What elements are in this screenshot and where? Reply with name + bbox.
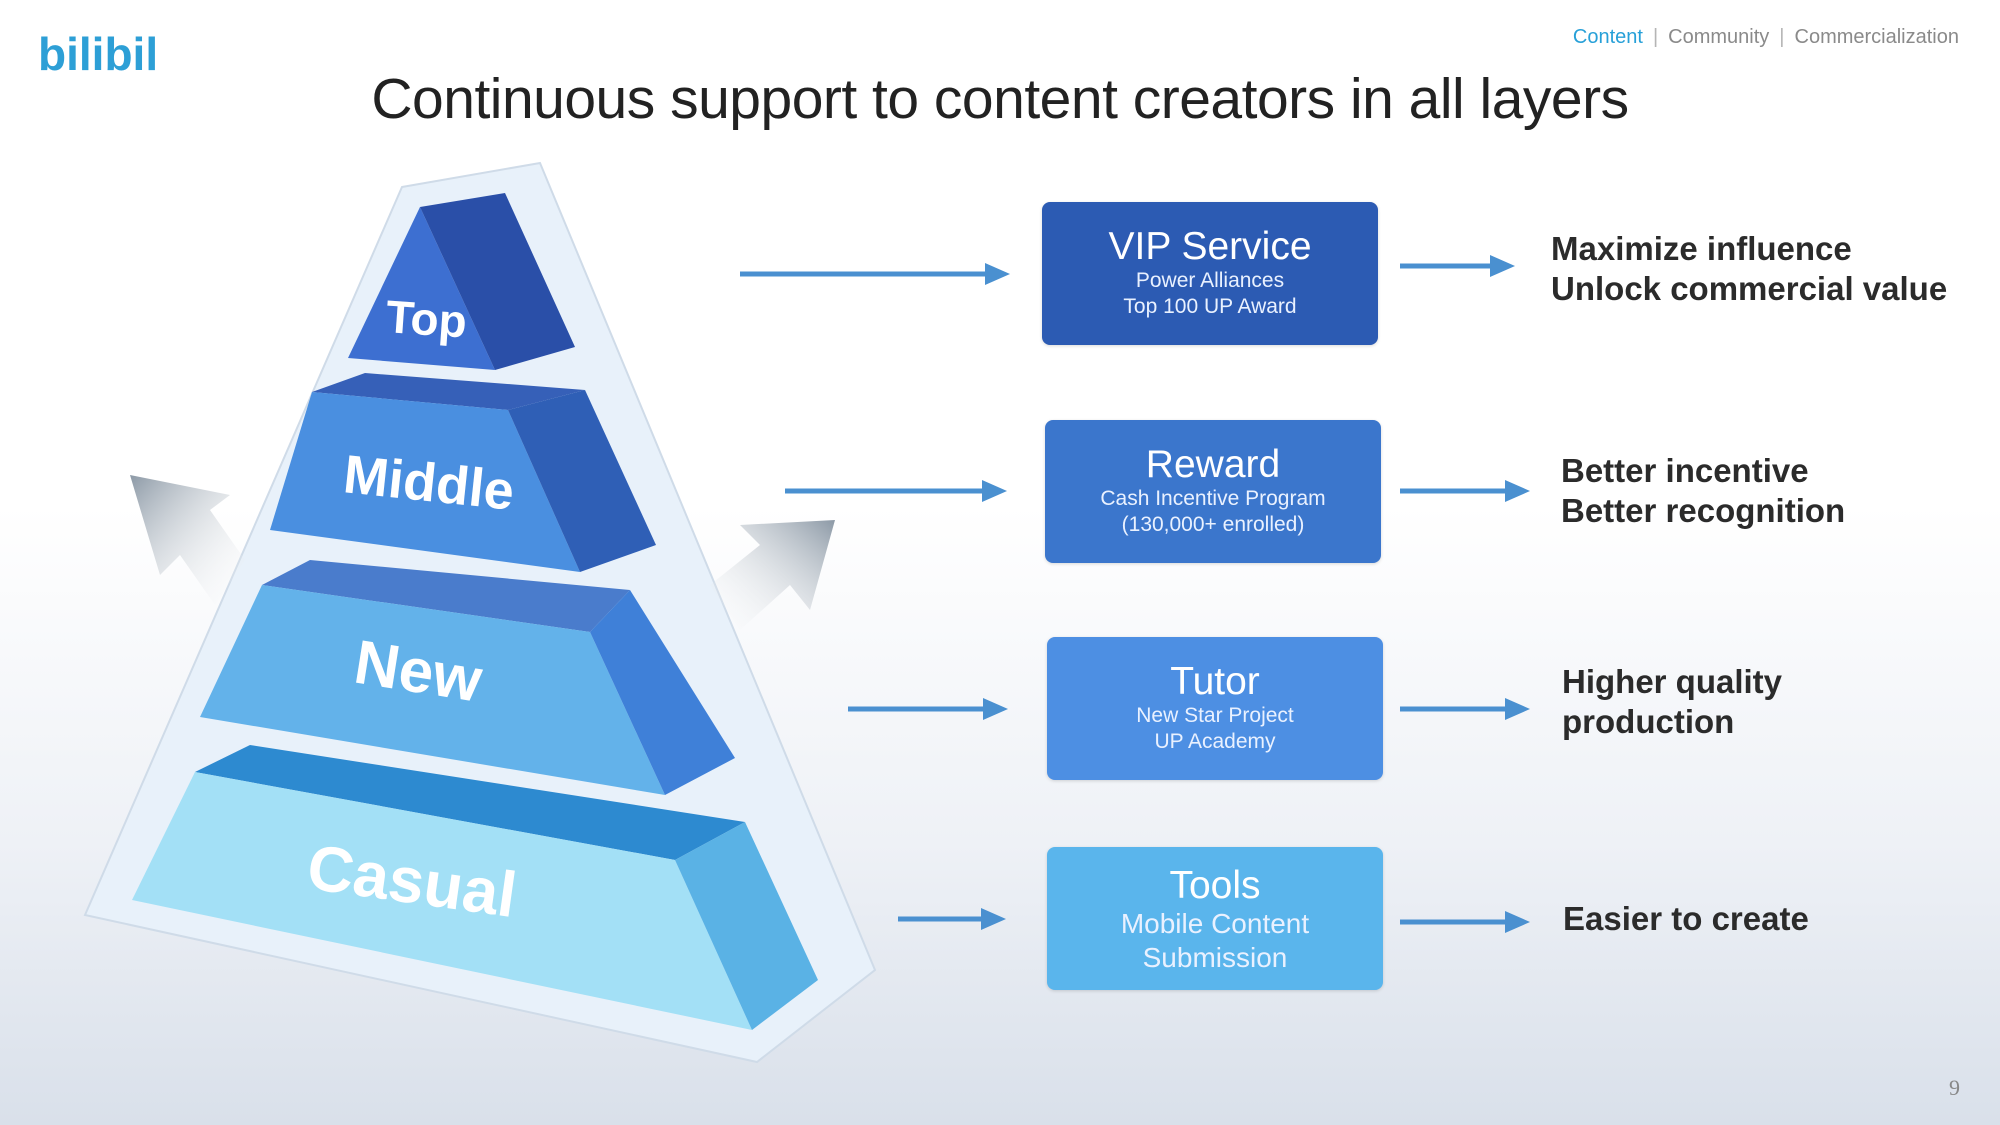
outcome-vip-service: Maximize influence Unlock commercial val… (1551, 229, 1947, 309)
pyramid-layer-middle-side (508, 390, 656, 572)
arrow-top-to-vip-icon (740, 263, 1010, 285)
nav-item-community[interactable]: Community (1668, 26, 1770, 48)
outcome-line: Maximize influence (1551, 230, 1852, 267)
pyramid-layer-top-front (348, 207, 495, 370)
outcome-tools: Easier to create (1563, 899, 1809, 939)
program-detail: New Star Project (1136, 704, 1294, 727)
pyramid-label-top: Top (384, 290, 468, 348)
pyramid-layer-casual-side (675, 822, 818, 1030)
pyramid-layer-casual-front (132, 772, 752, 1030)
program-detail: Power Alliances (1135, 269, 1285, 292)
pyramid-layer-middle-top (312, 373, 585, 410)
program-detail: Top 100 UP Award (1123, 295, 1297, 318)
arrow-vip-to-outcome-icon (1400, 255, 1515, 277)
program-detail: Cash Incentive Program (1100, 487, 1326, 510)
outcome-reward: Better incentive Better recognition (1561, 451, 1845, 531)
program-detail: Mobile Content (1120, 908, 1310, 939)
bilibili-logo: bilibili (38, 28, 156, 80)
pyramid-layer-top-side (420, 193, 575, 370)
growth-arrow-right-icon (710, 520, 835, 630)
program-title: VIP Service (1108, 225, 1312, 268)
outcome-line: Higher quality (1562, 663, 1783, 700)
nav-separator: | (1652, 26, 1659, 48)
nav-separator: | (1779, 26, 1785, 48)
section-nav: Content | Community | Commercialization (1573, 26, 1959, 49)
arrow-middle-to-reward-icon (785, 480, 1007, 502)
arrow-reward-to-outcome-icon (1400, 480, 1530, 502)
nav-item-commercialization[interactable]: Commercialization (1794, 26, 1960, 48)
pyramid-layer-new-top (262, 560, 630, 632)
program-title: Tutor (1170, 660, 1260, 703)
program-box-reward: Reward Cash Incentive Program (130,000+ … (1045, 420, 1381, 563)
pyramid-layer-new-front (200, 585, 665, 795)
page-title: Continuous support to content creators i… (371, 67, 1629, 131)
program-detail: UP Academy (1154, 730, 1276, 753)
program-title: Tools (1169, 864, 1261, 907)
pyramid-layer-new-side (590, 590, 735, 795)
arrow-casual-to-tools-icon (898, 908, 1006, 930)
outcome-line: Better recognition (1561, 492, 1846, 529)
outcome-tutor: Higher quality production (1562, 662, 1782, 742)
program-box-tutor: Tutor New Star Project UP Academy (1047, 637, 1383, 780)
program-title: Reward (1145, 443, 1281, 486)
program-box-vip-service: VIP Service Power Alliances Top 100 UP A… (1042, 202, 1378, 345)
arrow-tools-to-outcome-icon (1400, 911, 1530, 933)
outcome-line: Unlock commercial value (1551, 270, 1948, 307)
pyramid-layer-middle-front (270, 392, 580, 572)
page-number: 9 (1949, 1075, 1960, 1100)
outcome-line: production (1562, 703, 1735, 740)
nav-item-content[interactable]: Content (1572, 26, 1643, 48)
pyramid-layer-casual-top (195, 745, 745, 860)
program-detail: (130,000+ enrolled) (1121, 513, 1305, 536)
arrow-new-to-tutor-icon (848, 698, 1008, 720)
outcome-line: Better incentive (1561, 452, 1809, 489)
logo-text: bilibili (38, 28, 156, 80)
outcome-line: Easier to create (1563, 900, 1809, 937)
creator-pyramid: Top Middle New Casual (83, 161, 877, 1064)
program-detail: Submission (1142, 942, 1288, 973)
growth-arrow-left-icon (130, 475, 245, 605)
arrow-tutor-to-outcome-icon (1400, 698, 1530, 720)
program-box-tools: Tools Mobile Content Submission (1047, 847, 1383, 990)
